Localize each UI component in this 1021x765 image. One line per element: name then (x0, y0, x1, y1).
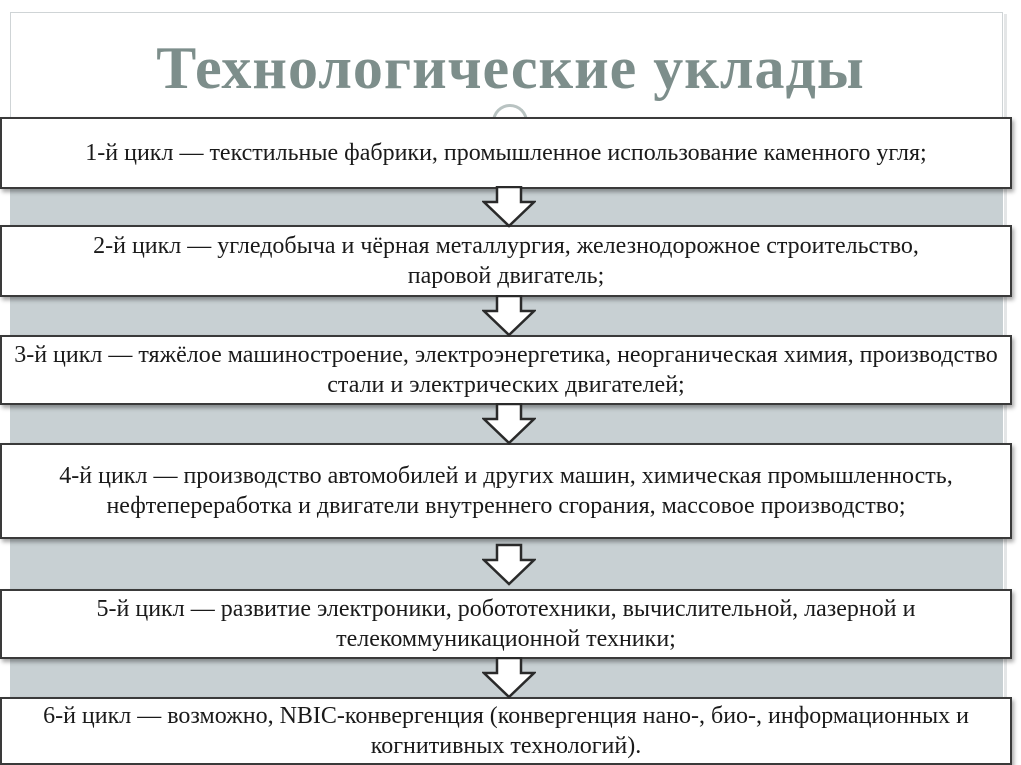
cycle-box-3: 3-й цикл — тяжёлое машиностроение, элект… (0, 335, 1012, 405)
cycle-box-2: 2-й цикл — угледобыча и чёрная металлург… (0, 225, 1012, 297)
cycle-box-6: 6-й цикл — возможно, NBIC-конвергенция (… (0, 697, 1012, 765)
cycle-text: 5-й цикл — развитие электроники, роботот… (96, 596, 916, 652)
cycle-box-1: 1-й цикл — текстильные фабрики, промышле… (0, 117, 1012, 189)
cycle-text: 6-й цикл — возможно, NBIC-конвергенция (… (43, 703, 969, 759)
down-arrow-icon (482, 186, 536, 228)
cycle-text: 2-й цикл — угледобыча и чёрная металлург… (93, 233, 919, 289)
down-arrow-icon (482, 295, 536, 337)
cycle-text: 1-й цикл — текстильные фабрики, промышле… (85, 140, 927, 166)
cycle-text: 4-й цикл — производство автомобилей и др… (59, 463, 953, 519)
cycle-box-4: 4-й цикл — производство автомобилей и др… (0, 443, 1012, 539)
slide-title: Технологические уклады (156, 35, 865, 101)
cycle-text: 3-й цикл — тяжёлое машиностроение, элект… (14, 342, 998, 398)
down-arrow-icon (482, 657, 536, 699)
down-arrow-icon (482, 403, 536, 445)
down-arrow-icon (482, 540, 536, 590)
cycle-box-5: 5-й цикл — развитие электроники, роботот… (0, 589, 1012, 659)
title-ornament (492, 104, 528, 128)
